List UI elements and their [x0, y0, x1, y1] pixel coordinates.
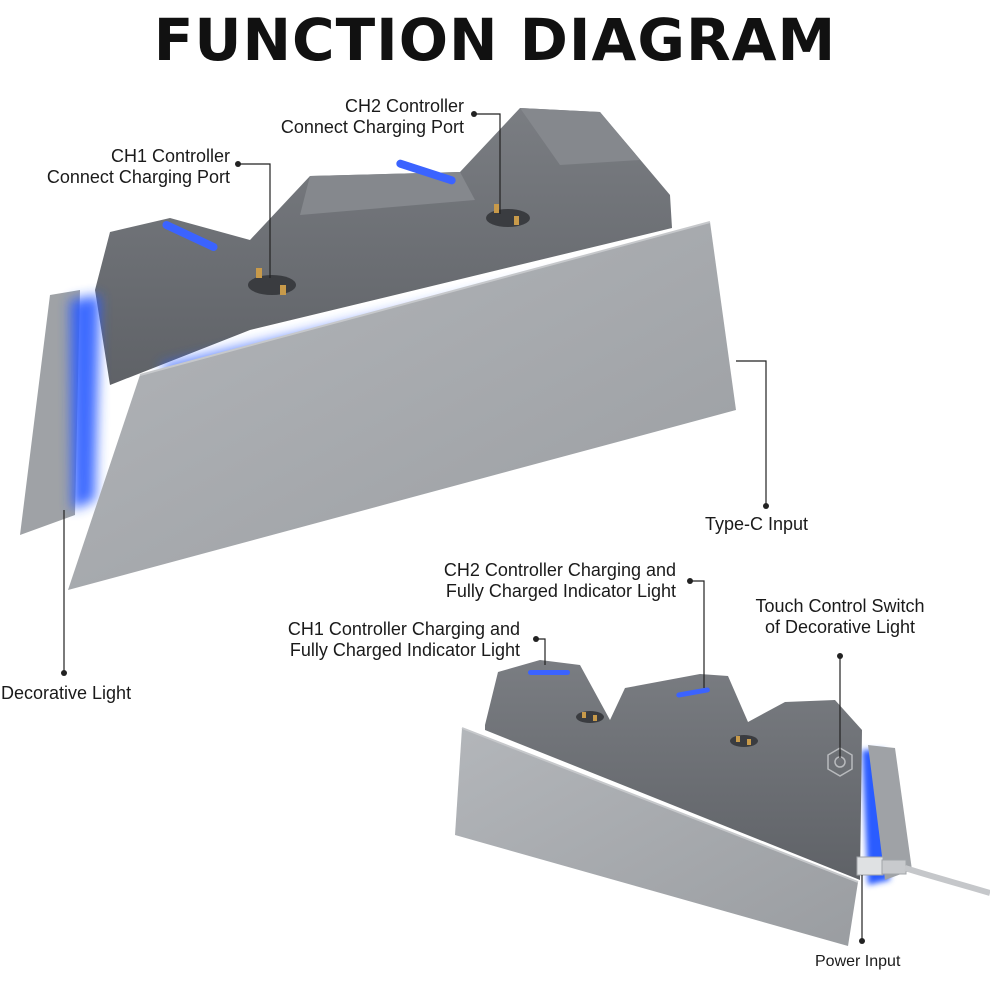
usb-cable	[856, 856, 990, 896]
leader-ch2-indicator	[690, 580, 705, 688]
diagram-title: FUNCTION DIAGRAM	[153, 6, 837, 74]
ch1-charging-port	[248, 268, 296, 295]
front-plate	[68, 222, 736, 590]
ch1-indicator-light	[162, 221, 218, 251]
dock-body	[95, 108, 672, 385]
decorative-light-glow	[70, 295, 100, 510]
label-touch-switch-line2: of Decorative Light	[764, 617, 916, 637]
leader-ch2-port	[474, 113, 501, 214]
label-touch-control-switch: Touch Control Switch of Decorative Light	[720, 596, 960, 638]
label-ch1-indicator-line2: Fully Charged Indicator Light	[289, 640, 520, 660]
leader-lines	[63, 113, 863, 941]
small-ch1-port	[576, 711, 604, 723]
label-decorative-light: Decorative Light	[1, 683, 132, 703]
leader-type-c	[736, 360, 767, 506]
leader-dots	[61, 111, 865, 944]
small-ch2-indicator-light	[676, 687, 710, 698]
ch2-charging-port	[486, 204, 530, 227]
back-plate	[20, 290, 80, 535]
large-charging-dock	[20, 108, 736, 590]
label-ch2-indicator-line1: CH2 Controller Charging and	[443, 560, 676, 580]
dock-right-ridge	[520, 108, 640, 165]
small-charging-dock	[455, 660, 990, 946]
label-ch2-charging-port: CH2 Controller Connect Charging Port	[220, 96, 464, 138]
label-ch2-indicator-light: CH2 Controller Charging and Fully Charge…	[380, 560, 676, 602]
label-power-input: Power Input	[815, 953, 901, 970]
center-indicator-light	[396, 159, 456, 185]
small-ch1-indicator-light	[528, 670, 570, 675]
dock-center-ridge	[300, 172, 475, 215]
leader-ch1-port	[238, 163, 271, 278]
label-ch2-indicator-line2: Fully Charged Indicator Light	[445, 581, 676, 601]
label-ch1-indicator-light: CH1 Controller Charging and Fully Charge…	[230, 619, 520, 661]
label-ch2-port-line1: CH2 Controller	[344, 96, 464, 116]
label-ch1-indicator-line1: CH1 Controller Charging and	[287, 619, 520, 639]
small-back-plate	[868, 745, 912, 880]
label-ch2-port-line2: Connect Charging Port	[280, 117, 464, 137]
label-touch-switch-line1: Touch Control Switch	[755, 596, 925, 616]
label-ch1-charging-port: CH1 Controller Connect Charging Port	[0, 146, 230, 188]
small-ch2-port	[730, 735, 758, 747]
small-front-plate	[455, 728, 858, 946]
label-ch1-port-line2: Connect Charging Port	[46, 167, 230, 187]
label-type-c-input: Type-C Input	[705, 514, 809, 534]
label-ch1-port-line1: CH1 Controller	[110, 146, 230, 166]
